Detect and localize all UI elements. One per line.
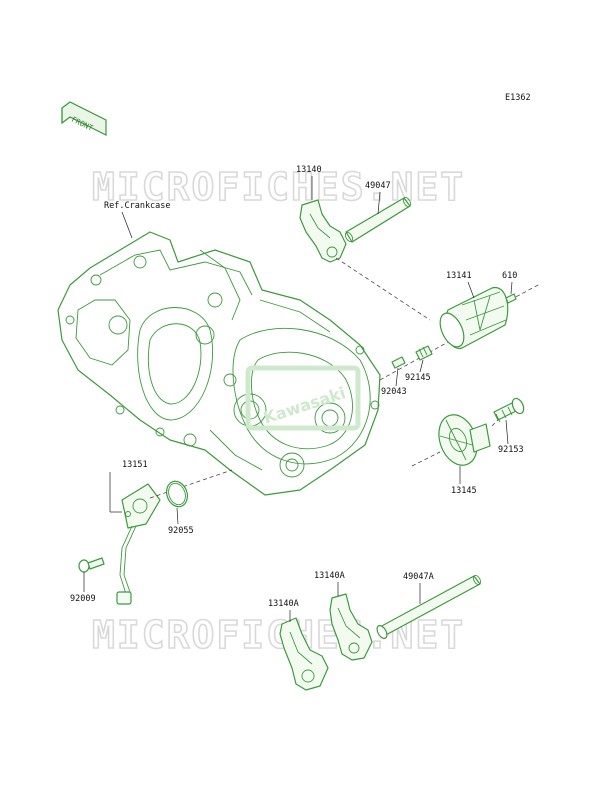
ref-crankcase-label: Ref.Crankcase: [104, 201, 171, 211]
part-13140A-right-fork: [329, 593, 373, 661]
dash-13145: [411, 451, 441, 467]
label-13140A-right: 13140A: [314, 571, 345, 581]
label-13140A-left: 13140A: [268, 599, 299, 609]
label-13140: 13140: [296, 165, 322, 175]
leader-92145: [419, 359, 424, 373]
part-49047-shaft: [344, 196, 412, 243]
label-49047: 49047: [365, 181, 391, 191]
dash-13145-b: [491, 419, 499, 427]
label-13145: 13145: [451, 486, 477, 496]
label-13141: 13141: [446, 271, 472, 281]
dash-13151: [149, 469, 233, 499]
label-92055: 92055: [168, 526, 194, 536]
dash-13141-right: [509, 283, 541, 301]
label-92145: 92145: [405, 373, 431, 383]
label-92009: 92009: [70, 594, 96, 604]
part-92153-bolt: [493, 397, 525, 423]
part-92145-spring: [415, 345, 433, 361]
part-13151-neutral-switch: [116, 483, 161, 605]
label-49047A: 49047A: [403, 572, 434, 582]
part-13145-shift-cam: [438, 414, 491, 466]
leader-13141: [467, 281, 475, 299]
part-610-pin: [505, 293, 517, 304]
part-49047A-shaft: [376, 574, 482, 639]
leader-92055: [176, 507, 179, 525]
leader-49047: [377, 191, 381, 215]
part-13140A-left-fork: [279, 617, 329, 691]
diagram-code: E1362: [505, 93, 531, 103]
label-92043: 92043: [381, 387, 407, 397]
part-13141-shift-drum: [439, 287, 509, 349]
ref-crankcase-leader: [121, 211, 133, 239]
label-13151: 13151: [122, 460, 148, 470]
front-arrow-icon: FRONT: [61, 101, 107, 136]
leader-610: [510, 281, 513, 295]
crankcase-illustration: [57, 231, 381, 496]
part-13140-shift-fork: [299, 199, 347, 263]
part-92043-pin: [391, 356, 406, 369]
part-92009-screw: [78, 557, 105, 573]
leader-92153: [505, 419, 509, 445]
part-92055-o-ring: [166, 480, 188, 508]
label-610: 610: [502, 271, 517, 281]
leader-92043: [395, 367, 399, 387]
dash-13140: [335, 257, 431, 321]
dash-13141: [379, 341, 449, 381]
label-92153: 92153: [498, 445, 524, 455]
